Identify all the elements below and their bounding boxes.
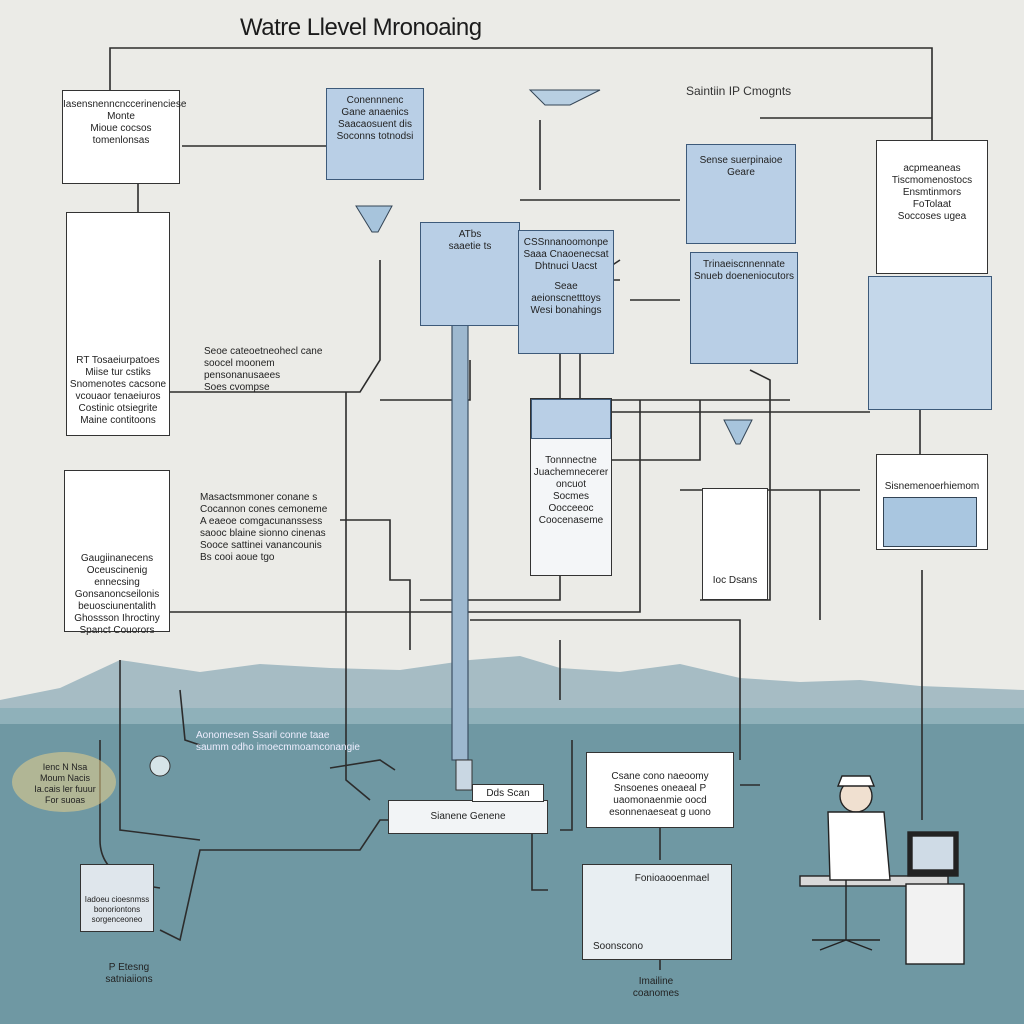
funnel-left: [355, 205, 393, 233]
sensor-label: Dds Scan: [472, 784, 544, 802]
panel-mid-small-text: Ioc Dsans: [712, 575, 758, 586]
bottom-center-box-text: Fonioaooenmael: [634, 873, 710, 884]
diagram-subtitle: Saintiin IP Cmognts: [686, 84, 792, 98]
tank-top: Conennnenc Gane anaenics Saacaosuent dis…: [326, 88, 424, 180]
tank-center-left: ATbs saaetie ts: [420, 222, 520, 326]
warning-glow: [12, 752, 116, 812]
machine-right-bottom: Trinaeiscnnennate Snueb doeneniocutors: [690, 252, 798, 364]
panel-display: RT Tosaeiurpatoes Miise tur cstiks Snome…: [66, 212, 170, 436]
sensor-box: Sianene Genene: [388, 800, 548, 834]
bottom-center-box: Fonioaooenmael Soonscono: [582, 864, 732, 960]
stand-pipe: [451, 319, 469, 761]
note-mid-1: Seoe cateoetneohecl cane soocel moonem p…: [204, 346, 323, 393]
info-box: Csane cono naeoomy Snsoenes oneaeal P ua…: [586, 752, 734, 828]
note-mid-2: Masactsmmoner conane s Cocannon cones ce…: [200, 492, 328, 563]
tank-center-right: CSSnnanoomonpe Saaa Cnaoenecsat Dhtnuci …: [518, 230, 614, 354]
tank-center-left-text: ATbs saaetie ts: [448, 229, 492, 252]
panel-mid: Tonnnectne Juachemnecerer oncuot Socmes …: [530, 398, 612, 576]
water-label: Aonomesen Ssaril conne taae saumm odho i…: [196, 730, 360, 753]
diagram-title: Watre Llevel Mronoaing: [240, 14, 482, 41]
sensor-buoy: [149, 755, 171, 777]
machine-far-right: [868, 276, 992, 410]
panel-right-monitor: Sisnemenoerhiemom: [876, 454, 988, 550]
panel-mid-small: Ioc Dsans: [702, 488, 768, 600]
bottom-left-caption: P Etesng satniaiions: [105, 962, 153, 985]
tablet-text: Iadoeu cioesnmss bonoriontons sorgenceon…: [84, 895, 150, 924]
panel-mid-header: [531, 399, 611, 439]
panel-right-text: acpmeaneas Tiscmomenostocs Ensmtinmors F…: [891, 163, 973, 222]
tank-center-mid-text: Seae aeionscnetttoys Wesi bonahings: [530, 281, 602, 316]
bottom-center-caption: Imailine coanomes: [632, 976, 680, 999]
panel-top-left-text: Iasensnenncnccerinenciese Monte Mioue co…: [63, 99, 187, 146]
tank-center-right-text: CSSnnanoomonpe Saaa Cnaoenecsat Dhtnuci …: [523, 237, 609, 272]
panel-monitor-caption: Gaugiinanecens Oceuscinenig ennecsing Go…: [74, 553, 160, 636]
panel-right-monitor-text: Sisnemenoerhiemom: [884, 481, 980, 492]
machine-right-top-text: Sense suerpinaioe Geare: [699, 155, 783, 178]
sensor-label-text: Dds Scan: [486, 788, 530, 799]
hills: [0, 656, 1024, 720]
panel-mid-text: Tonnnectne Juachemnecerer oncuot Socmes …: [533, 455, 609, 526]
machine-right-bottom-text: Trinaeiscnnennate Snueb doeneniocutors: [693, 259, 795, 282]
water-surface-band: [0, 708, 1024, 724]
panel-monitor: Gaugiinanecens Oceuscinenig ennecsing Go…: [64, 470, 170, 636]
panel-display-caption: RT Tosaeiurpatoes Miise tur cstiks Snome…: [69, 355, 167, 426]
tablet: Iadoeu cioesnmss bonoriontons sorgenceon…: [80, 864, 154, 932]
funnel-top: [528, 89, 601, 106]
funnel-right: [723, 419, 753, 445]
operator-desk: [799, 775, 965, 965]
panel-top-left: Iasensnenncnccerinenciese Monte Mioue co…: [62, 90, 187, 184]
warning-sign: Ienc N Nsa Moum Nacis Ia.cais ler fuuur …: [34, 762, 96, 805]
info-box-text: Csane cono naeoomy Snsoenes oneaeal P ua…: [609, 771, 711, 818]
machine-right-top: Sense suerpinaioe Geare: [686, 144, 796, 244]
tank-top-text: Conennnenc Gane anaenics Saacaosuent dis…: [336, 95, 414, 142]
pipe-base: [455, 759, 473, 791]
monitor-screen: [883, 497, 977, 547]
connection-lines: [99, 47, 933, 970]
panel-right: acpmeaneas Tiscmomenostocs Ensmtinmors F…: [876, 140, 988, 274]
sensor-box-text: Sianene Genene: [430, 811, 506, 822]
bottom-center-label: Soonscono: [592, 941, 644, 952]
